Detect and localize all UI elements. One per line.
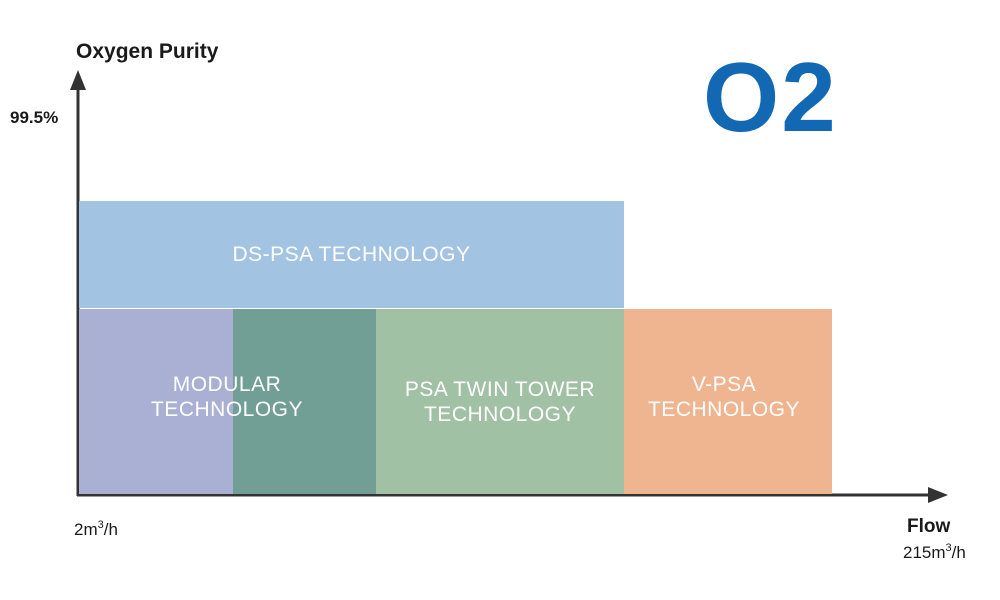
modular-line2: TECHNOLOGY [150,398,304,421]
v-psa-label: V-PSA TECHNOLOGY [624,372,824,422]
twin-tower-label: PSA TWIN TOWER TECHNOLOGY [376,377,624,427]
modular-line1: MODULAR [172,373,282,396]
x-axis-min-label: 2m3/h [74,519,118,540]
x-max-unit: /h [951,543,966,562]
x-axis-title: Flow [907,516,951,537]
twin-tower-band [376,309,624,494]
x-max-sup: 3 [945,542,952,554]
x-min-unit: /h [103,520,118,539]
o2-logo: O2 [703,42,838,152]
ds-psa-line1: DS-PSA TECHNOLOGY [232,243,471,266]
y-axis-max-label: 99.5% [10,108,59,127]
x-max-value: 215m [903,543,946,562]
twin-tower-line1: PSA TWIN TOWER [404,378,596,401]
ds-psa-band [79,201,624,308]
overlap-band [233,309,376,494]
x-min-sup: 3 [97,519,104,531]
v-psa-line2: TECHNOLOGY [647,398,801,421]
v-psa-band [624,309,832,494]
twin-tower-line2: TECHNOLOGY [423,403,577,426]
modular-band [79,309,233,494]
v-psa-line1: V-PSA [691,373,757,396]
x-axis-max-label: 215m3/h [903,542,966,563]
x-axis-arrow [928,487,948,503]
ds-psa-label: DS-PSA TECHNOLOGY [79,201,624,308]
modular-label: MODULAR TECHNOLOGY [127,372,327,422]
y-axis-arrow [70,70,86,90]
x-min-value: 2m [74,520,98,539]
y-axis-title: Oxygen Purity [76,40,219,63]
